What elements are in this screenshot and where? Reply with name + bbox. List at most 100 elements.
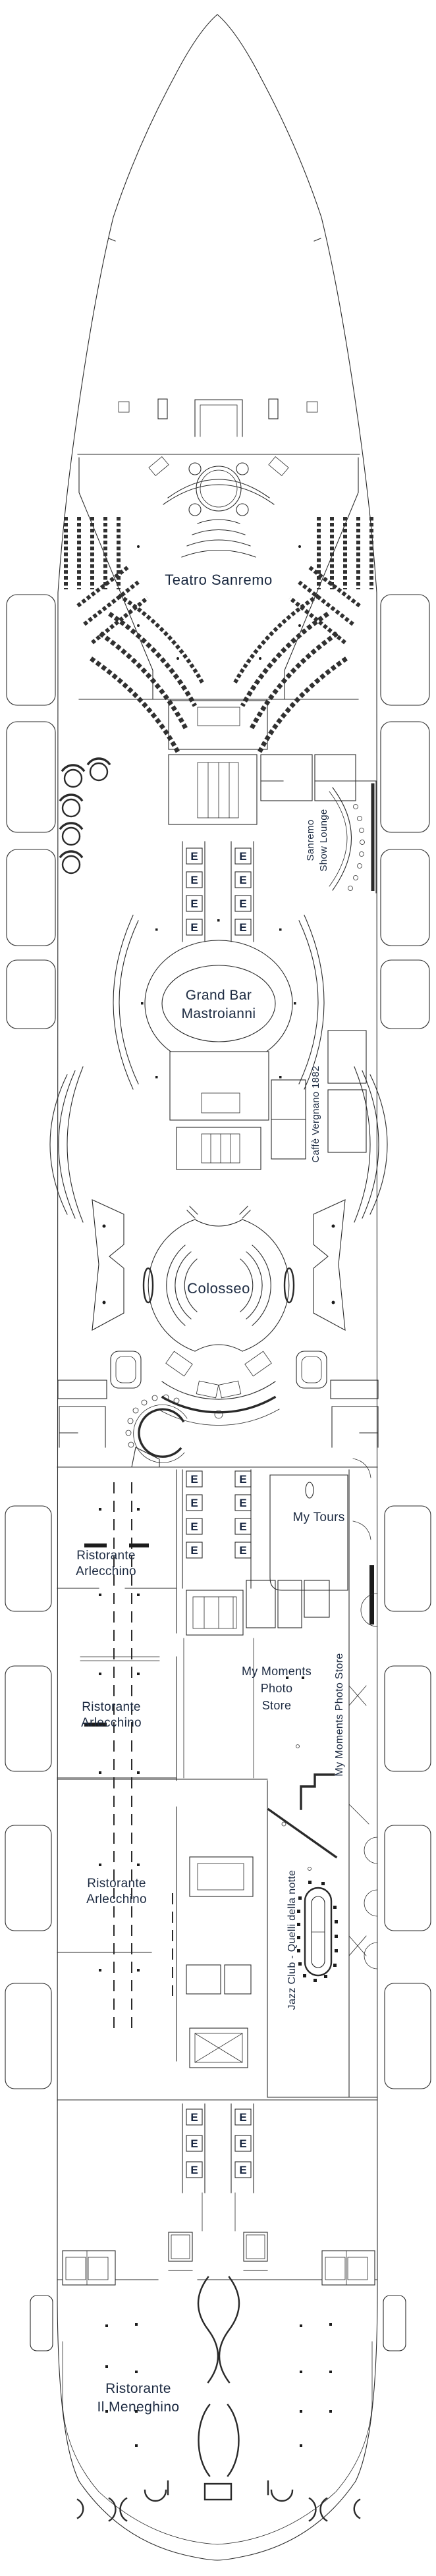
elevator-box [234,847,252,865]
svg-text:Arlecchino: Arlecchino [81,1716,142,1730]
elevator-box [234,2135,252,2152]
elevator-letter: E [190,1497,198,1509]
grand-bar-label-line1: Grand Bar [186,988,252,1003]
elevator-box [234,871,252,888]
elevator-box [234,1518,252,1535]
elevator-letter: E [239,850,246,863]
ristorante-arlecchino-area: Ristorante Arlecchino Ristorante Arlecch… [57,1469,177,2062]
stage [163,462,275,516]
colosseo-label: Colosseo [187,1280,250,1297]
elevator-letter: E [190,898,198,910]
stage-side-stairs [148,456,289,477]
theatre-seating [64,517,373,753]
elevator-letter: E [190,921,198,934]
lifeboats [5,594,431,2351]
ristorante-arlecchino-label-2: Ristorante Arlecchino [81,1700,142,1730]
my-moments-photo-store-vertical-label: My Moments Photo Store [334,1653,345,1776]
aft-lobby [168,2103,268,2271]
elevator-letter: E [190,2137,198,2150]
elevator-letter: E [190,874,198,886]
ristorante-arlecchino-label-3: Ristorante Arlecchino [86,1877,147,1906]
elevator-box [186,1518,203,1535]
teatro-sanremo: Teatro Sanremo [64,456,373,753]
ristorante-il-meneghino: Ristorante Il Meneghino [57,2250,378,2522]
elevator-letter: E [190,1544,198,1557]
caffe-vergnano-1882: Caffè Vergnano 1882 [310,1030,367,1163]
elevator-box [186,2161,203,2178]
jazz-bar [297,1881,338,1982]
svg-text:Ristorante: Ristorante [76,1549,136,1563]
side-shops [92,1199,346,1331]
il-meneghino-label-line2: Il Meneghino [97,2400,179,2415]
elevator-letter: E [239,1497,246,1509]
elevator-letter: E [239,1473,246,1486]
elevator-box [234,1470,252,1488]
elevator-box [186,1470,203,1488]
elevator-box [234,919,252,936]
elevator-letter: E [239,921,246,934]
starboard-promenade: My Moments Photo Store [334,1458,378,2098]
stern-features [76,2480,361,2522]
elevator-box [234,1494,252,1511]
side-rooms-2100 [57,1380,379,1448]
svg-text:My Moments: My Moments [242,1665,312,1678]
elevator-box [186,1494,203,1511]
lounge-tables [59,757,111,874]
grand-bar-mastroianni: Grand Bar Mastroianni [113,915,325,1090]
theatre-walls [78,457,359,700]
svg-text:Arlecchino: Arlecchino [76,1565,136,1578]
il-meneghino-label-line1: Ristorante [105,2381,171,2396]
corridor-and-stairs-lower [57,1469,330,2068]
svg-text:Ristorante: Ristorante [87,1877,146,1891]
elevator-letter: E [239,2137,246,2150]
colosseo-amphitheatre [110,1351,327,1426]
elevator-letter: E [190,2164,198,2176]
elevator-box [186,847,203,865]
sanremo-show-lounge-label-line2: Show Lounge [318,809,329,871]
svg-text:Photo: Photo [261,1682,293,1695]
elevator-box [186,871,203,888]
hull-outline [57,14,378,2561]
elevator-box [186,895,203,912]
midship-foyer [59,699,359,942]
table-posts [105,2323,332,2447]
elevator-box [186,2135,203,2152]
elevator-letter: E [190,1473,198,1486]
svg-text:Store: Store [262,1699,292,1712]
bar-stools [348,804,365,891]
elevator-letter: E [239,1520,246,1533]
sanremo-show-lounge-label-line1: Sanremo [305,820,316,861]
elevator-letter: E [239,874,246,886]
bow-notch-left [108,238,321,242]
elevator-letter: E [239,1544,246,1557]
svg-text:Arlecchino: Arlecchino [86,1892,147,1906]
elevator-letter: E [239,2164,246,2176]
sanremo-show-lounge: Sanremo Show Lounge [305,780,377,894]
elevator-box [234,895,252,912]
colosseo: Colosseo [49,1066,388,1426]
buffet-serpentine [197,2276,240,2477]
elevator-box [234,1542,252,1559]
elevator-box [234,2161,252,2178]
jazz-club: Jazz Club - Quelli della notte [267,1744,378,2098]
caffe-vergnano-label: Caffè Vergnano 1882 [310,1065,321,1162]
elevator-letter: E [239,2111,246,2124]
my-moments-photo-store: My Moments Photo Store [242,1665,312,1712]
jazz-club-label: Jazz Club - Quelli della notte [286,1870,298,2010]
elevator-letter: E [190,2111,198,2124]
my-tours: My Tours [269,1474,348,1591]
ristorante-arlecchino-label-1: Ristorante Arlecchino [76,1549,136,1578]
stern-inner-line [62,2341,373,2545]
grand-bar-label-line2: Mastroianni [182,1006,256,1021]
elevator-box [186,2108,203,2126]
bow-structures [77,398,360,455]
elevator-letter: E [239,898,246,910]
central-stairs-mid [169,1051,306,1170]
teatro-sanremo-label: Teatro Sanremo [165,572,273,588]
elevator-box [186,1542,203,1559]
